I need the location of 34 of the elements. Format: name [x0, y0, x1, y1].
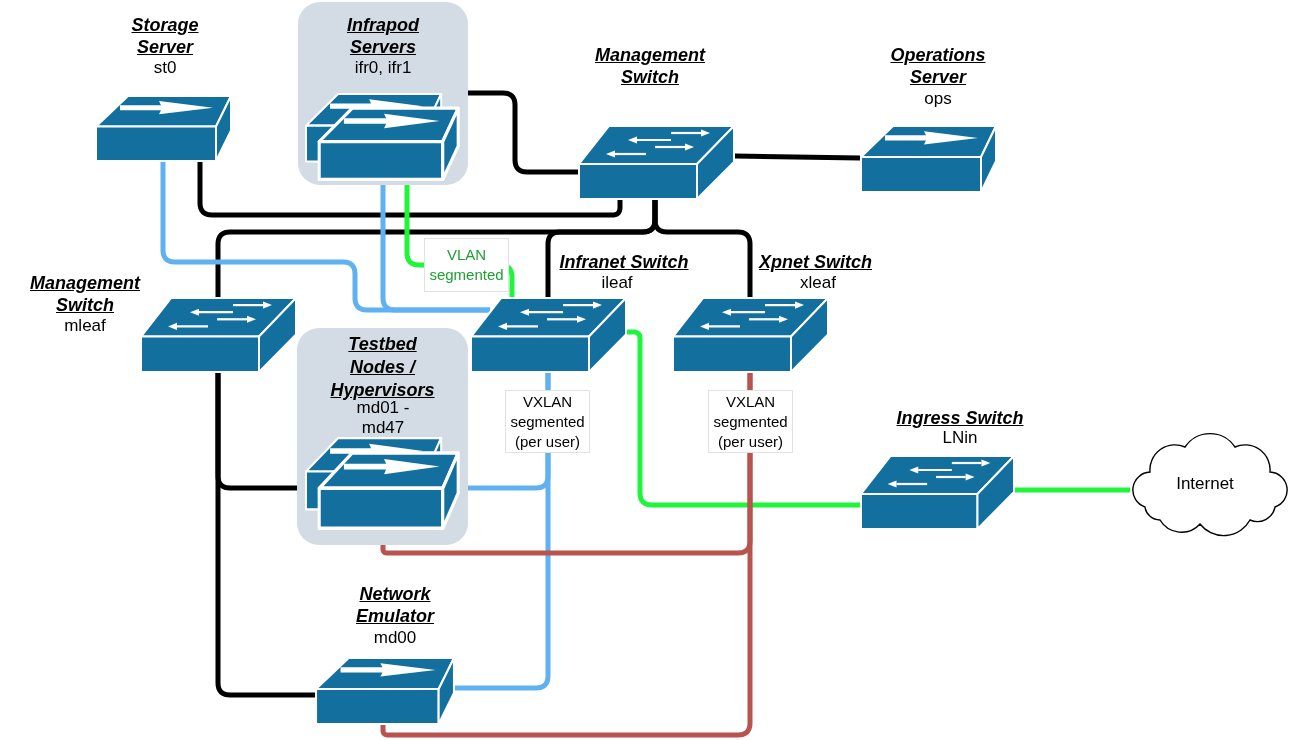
edge-label: VXLAN segmented (per user) — [708, 390, 793, 453]
connector-line — [652, 200, 753, 297]
hostname-label: ops — [923, 89, 953, 109]
device-title: Storage Server — [130, 14, 200, 58]
device-title: Management Switch — [29, 272, 142, 316]
hostname-label: ileaf — [600, 273, 634, 293]
connector-line — [380, 373, 753, 738]
edge-label: VXLAN segmented (per user) — [505, 390, 590, 453]
connector-line — [380, 185, 490, 313]
connector-line — [197, 162, 623, 218]
hostname-label: ifr0, ifr1 — [353, 58, 413, 78]
device-title: Infrapod Servers — [346, 14, 421, 58]
device-title: Xpnet Switch — [757, 251, 873, 273]
hostname-label: st0 — [152, 58, 178, 78]
device-title: Network Emulator — [355, 583, 436, 627]
connector-line — [468, 90, 578, 175]
connector-line — [734, 153, 861, 161]
node-label: Internet — [1175, 474, 1235, 494]
device-title: Operations Server — [889, 44, 987, 88]
hostname-label: md00 — [372, 628, 418, 648]
device-title: Testbed Nodes / Hypervisors — [329, 333, 436, 401]
connector-line — [215, 373, 315, 698]
edge-label: VLAN segmented — [424, 238, 509, 292]
hostname-label: mleaf — [63, 316, 107, 336]
connector-line — [627, 329, 860, 508]
hostname-label: xleaf — [799, 273, 837, 293]
device-title: Management Switch — [594, 44, 707, 88]
group-panel — [297, 328, 468, 545]
hostname-label: md01 - md47 — [356, 398, 410, 438]
device-title: Infranet Switch — [558, 251, 690, 273]
group-panel — [298, 2, 468, 185]
connector-line — [1015, 487, 1130, 493]
device-title: Ingress Switch — [895, 407, 1025, 429]
hostname-label: LNin — [941, 428, 979, 448]
